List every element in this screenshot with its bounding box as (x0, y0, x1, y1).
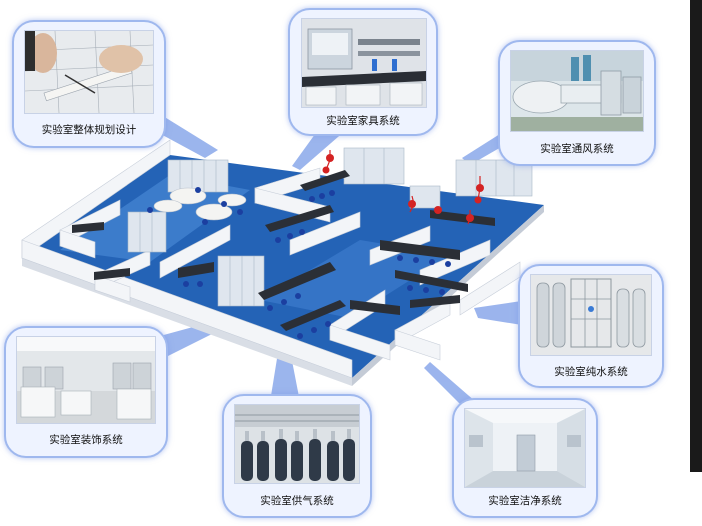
lab-bench-11 (72, 222, 104, 233)
caption-ventilation: 实验室通风系统 (540, 143, 614, 155)
caption-gas-supply: 实验室供气系统 (260, 495, 334, 507)
caption-furniture: 实验室家具系统 (326, 115, 400, 127)
blueprint-drawing-photo (24, 30, 154, 114)
caption-decoration: 实验室装饰系统 (49, 434, 123, 446)
fume-hood-2 (455, 159, 533, 197)
connector-furniture (292, 130, 346, 170)
lab-bench-6 (380, 240, 460, 260)
lab-bench-2 (265, 205, 334, 232)
card-gas-supply[interactable]: 实验室供气系统 (222, 394, 372, 518)
lab-bench-5 (178, 262, 214, 278)
lab-bench-1 (300, 170, 350, 191)
wall-partition-3 (159, 224, 231, 279)
connector-pure-water (474, 300, 528, 326)
caption-pure-water: 实验室纯水系统 (554, 366, 628, 378)
caption-planning: 实验室整体规划设计 (41, 124, 137, 136)
round-desk-2 (195, 203, 233, 221)
card-furniture[interactable]: 实验室家具系统 (288, 8, 438, 136)
window-edge-bar (690, 0, 702, 472)
wall-partition-5 (289, 211, 361, 256)
office-cubicles-photo (16, 336, 156, 424)
lab-bench-10 (410, 295, 460, 308)
water-purification-photo (530, 274, 652, 356)
gas-cylinders-photo (234, 404, 360, 484)
lab-bench-9 (430, 210, 495, 226)
card-decoration[interactable]: 实验室装饰系统 (4, 326, 168, 458)
round-desk-3 (153, 199, 183, 213)
lab-bench-7 (395, 270, 468, 292)
connector-clean (424, 362, 476, 406)
glass-cabinet-2 (127, 211, 167, 253)
card-pure-water[interactable]: 实验室纯水系统 (518, 264, 664, 388)
caption-clean: 实验室洁净系统 (488, 495, 562, 507)
lab-bench-12 (94, 268, 130, 280)
lab-bench-photo (301, 18, 427, 108)
lab-bench-8 (350, 300, 400, 315)
card-clean[interactable]: 实验室洁净系统 (452, 398, 598, 518)
card-planning[interactable]: 实验室整体规划设计 (12, 20, 166, 148)
fume-hood-3 (409, 185, 441, 209)
clean-room-photo (464, 408, 586, 488)
card-ventilation[interactable]: 实验室通风系统 (498, 40, 656, 166)
glass-cabinet-1 (167, 159, 229, 193)
lab-bench-4 (280, 300, 346, 331)
glass-cabinet-3 (217, 255, 265, 307)
fume-hood-1 (343, 147, 405, 185)
lab-bench-3 (258, 262, 336, 300)
ventilation-ducts-photo (510, 50, 644, 132)
